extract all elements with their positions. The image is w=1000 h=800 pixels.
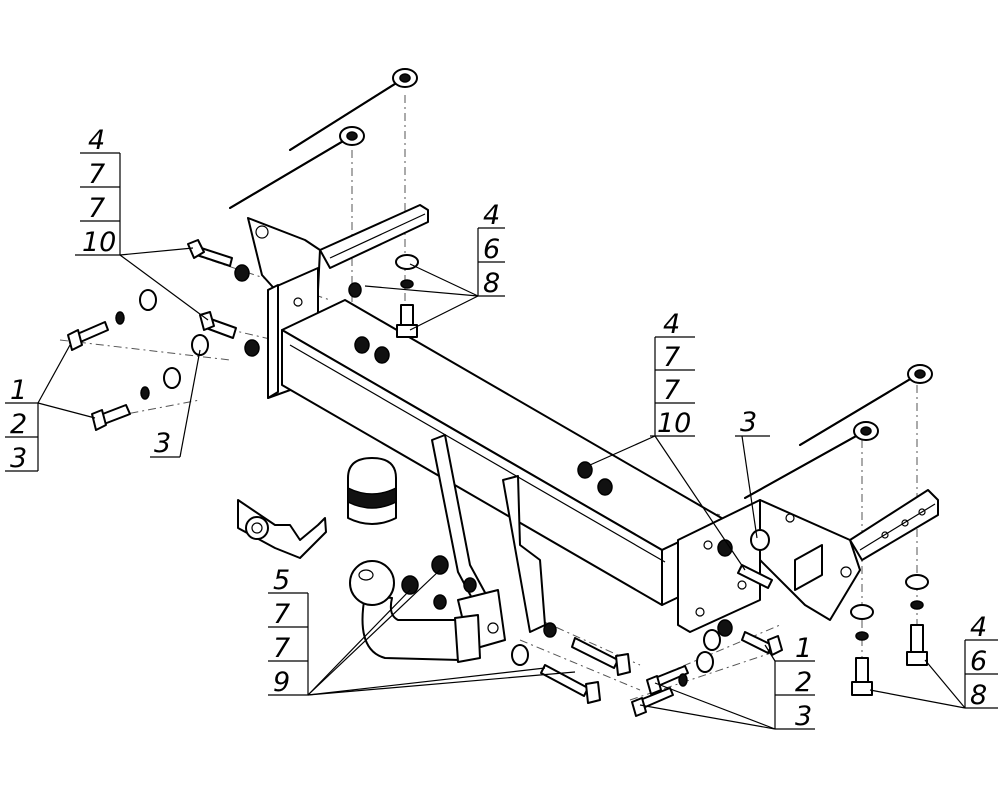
callout-bottom-left-row-3: 7 (273, 633, 290, 664)
callout-left-single: 3 (150, 349, 201, 459)
callout-left-row-3: 3 (10, 443, 27, 474)
callout-bottom-right: 4 6 8 (869, 612, 998, 711)
callout-bottom-right-row-1: 4 (970, 612, 987, 643)
bolt (396, 304, 418, 338)
callout-top-center-row-2: 6 (483, 234, 500, 265)
washer (163, 367, 181, 389)
callout-bottom-right-row-3: 8 (970, 680, 987, 711)
callout-bottom-left: 5 7 7 9 (268, 565, 576, 698)
nut (348, 282, 362, 298)
callout-bottom-left-row-2: 7 (273, 599, 290, 630)
washer (850, 604, 874, 620)
fasteners (67, 239, 929, 717)
nut (597, 478, 613, 496)
callout-left: 1 2 3 (5, 344, 96, 474)
callout-bottom-center-row-1: 1 (795, 633, 812, 664)
washer (115, 311, 125, 325)
washer (191, 334, 209, 356)
left-long-bolt-lower (229, 126, 365, 209)
callout-mid-center: 4 7 7 10 (589, 309, 746, 571)
right-long-bolt-lower (744, 421, 879, 499)
bolt (906, 624, 928, 666)
callout-mid-center-row-4: 10 (657, 408, 691, 439)
bolt (67, 321, 109, 351)
callout-mid-single-label: 3 (740, 407, 757, 438)
nut (717, 619, 733, 637)
right-side-bracket (677, 489, 939, 633)
nut (577, 461, 593, 479)
callout-left-row-1: 1 (10, 375, 27, 406)
bolt (741, 631, 783, 656)
washer (511, 644, 529, 666)
callout-bottom-left-row-1: 5 (273, 565, 290, 596)
washer (400, 279, 414, 289)
right-long-bolt-upper (799, 364, 933, 446)
callout-bottom-center: 1 2 3 (639, 633, 815, 732)
washer (678, 673, 688, 687)
callout-top-left-row-1: 4 (88, 125, 105, 156)
nut (431, 555, 449, 575)
callout-top-center: 4 6 8 (364, 200, 505, 331)
washer (139, 289, 157, 311)
callout-bottom-center-row-3: 3 (795, 701, 812, 732)
callout-top-center-row-1: 4 (483, 200, 500, 231)
nut (543, 622, 557, 638)
nut (374, 346, 390, 364)
callout-top-left: 4 7 7 10 (75, 125, 209, 321)
left-long-bolt-upper (289, 68, 418, 151)
nut (234, 264, 250, 282)
bolt (91, 404, 131, 431)
washer (140, 386, 150, 400)
washer (910, 600, 924, 610)
washer (696, 651, 714, 673)
nut (463, 577, 477, 593)
bolt (540, 664, 601, 704)
bolt (571, 637, 631, 676)
callout-mid-center-row-2: 7 (663, 342, 680, 373)
bolt (737, 564, 773, 589)
bolt (851, 657, 873, 696)
callout-bottom-center-row-2: 2 (795, 667, 812, 698)
callout-left-single-label: 3 (154, 428, 171, 459)
bolt (631, 687, 674, 717)
washer (905, 574, 929, 590)
nut (354, 336, 370, 354)
socket-mounting-plate (237, 499, 327, 559)
bolt (187, 239, 233, 267)
washer (395, 254, 419, 270)
callout-top-left-row-2: 7 (88, 159, 105, 190)
callout-mid-single: 3 (735, 407, 770, 539)
callout-bottom-left-row-4: 9 (273, 667, 290, 698)
nut (433, 594, 447, 610)
callout-left-row-2: 2 (10, 409, 27, 440)
callout-top-center-row-3: 8 (483, 268, 500, 299)
callout-mid-center-row-1: 4 (663, 309, 680, 340)
nut (244, 339, 260, 357)
washer (855, 631, 869, 641)
washer (750, 529, 770, 551)
main-cross-beam (281, 299, 726, 606)
callout-top-left-row-3: 7 (88, 193, 105, 224)
callout-bottom-right-row-2: 6 (970, 646, 987, 677)
callout-mid-center-row-3: 7 (663, 375, 680, 406)
bolt (199, 311, 237, 339)
nut (401, 575, 419, 595)
ball-cover-cap (347, 457, 397, 525)
washer (703, 629, 721, 651)
callout-top-left-row-4: 10 (82, 227, 116, 258)
